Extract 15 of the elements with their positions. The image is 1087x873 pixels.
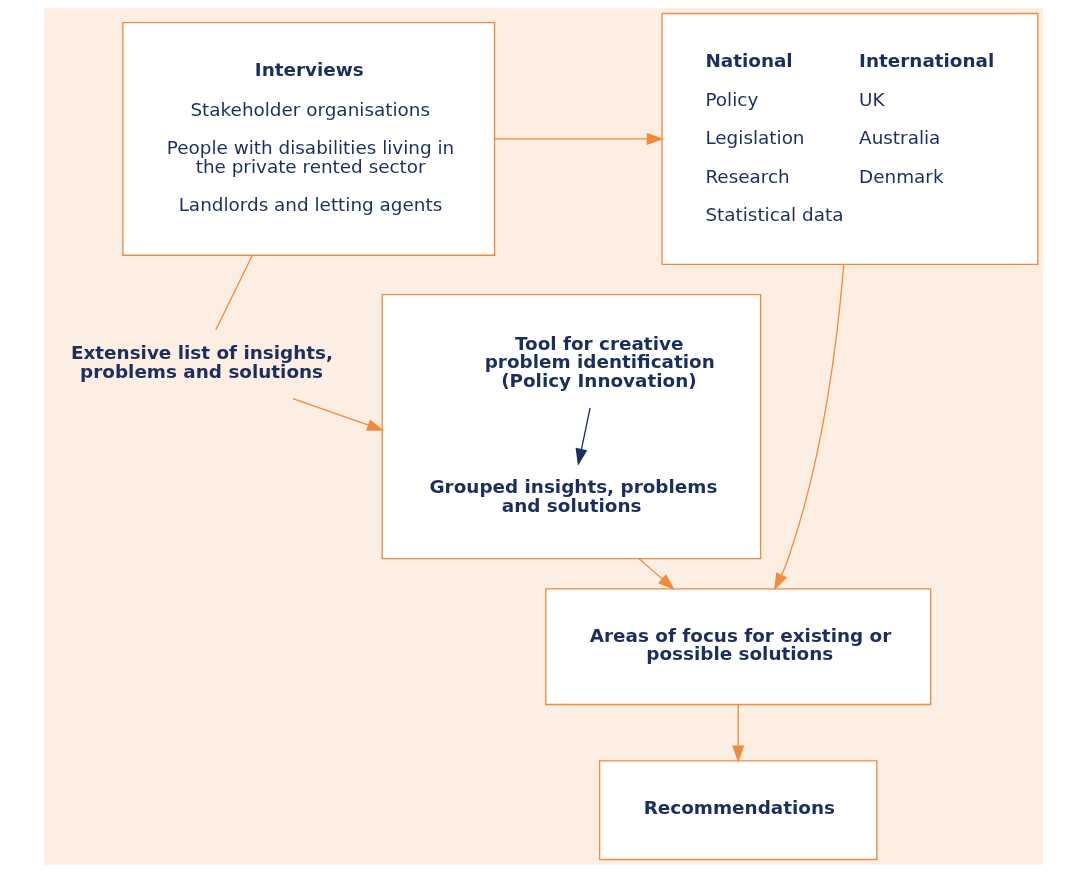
node-box: Interviews Stakeholder organisations People with disabilities living in the private rented sector Landlords and letting agents (122, 22, 496, 256)
node-text: Grouped insights, problems and solutions (429, 476, 718, 516)
arrow (638, 558, 675, 590)
node-box: Areas of focus for existing or possible solutions (545, 588, 932, 706)
arrow (575, 407, 591, 466)
arrow (732, 704, 745, 763)
connector (215, 254, 253, 331)
arrow (494, 133, 664, 145)
arrow (292, 397, 385, 431)
arrow (774, 263, 845, 591)
node-box: Recommendations (599, 760, 878, 861)
node-text: Extensive list of insights, problems and solutions (70, 342, 334, 382)
node-box: National International Policy UK Legislation Australia Research Denmark Statistical data (661, 12, 1039, 266)
node-text: Tool for creative problem identification (Policy Innovation) (484, 333, 715, 391)
cluster (381, 293, 762, 560)
